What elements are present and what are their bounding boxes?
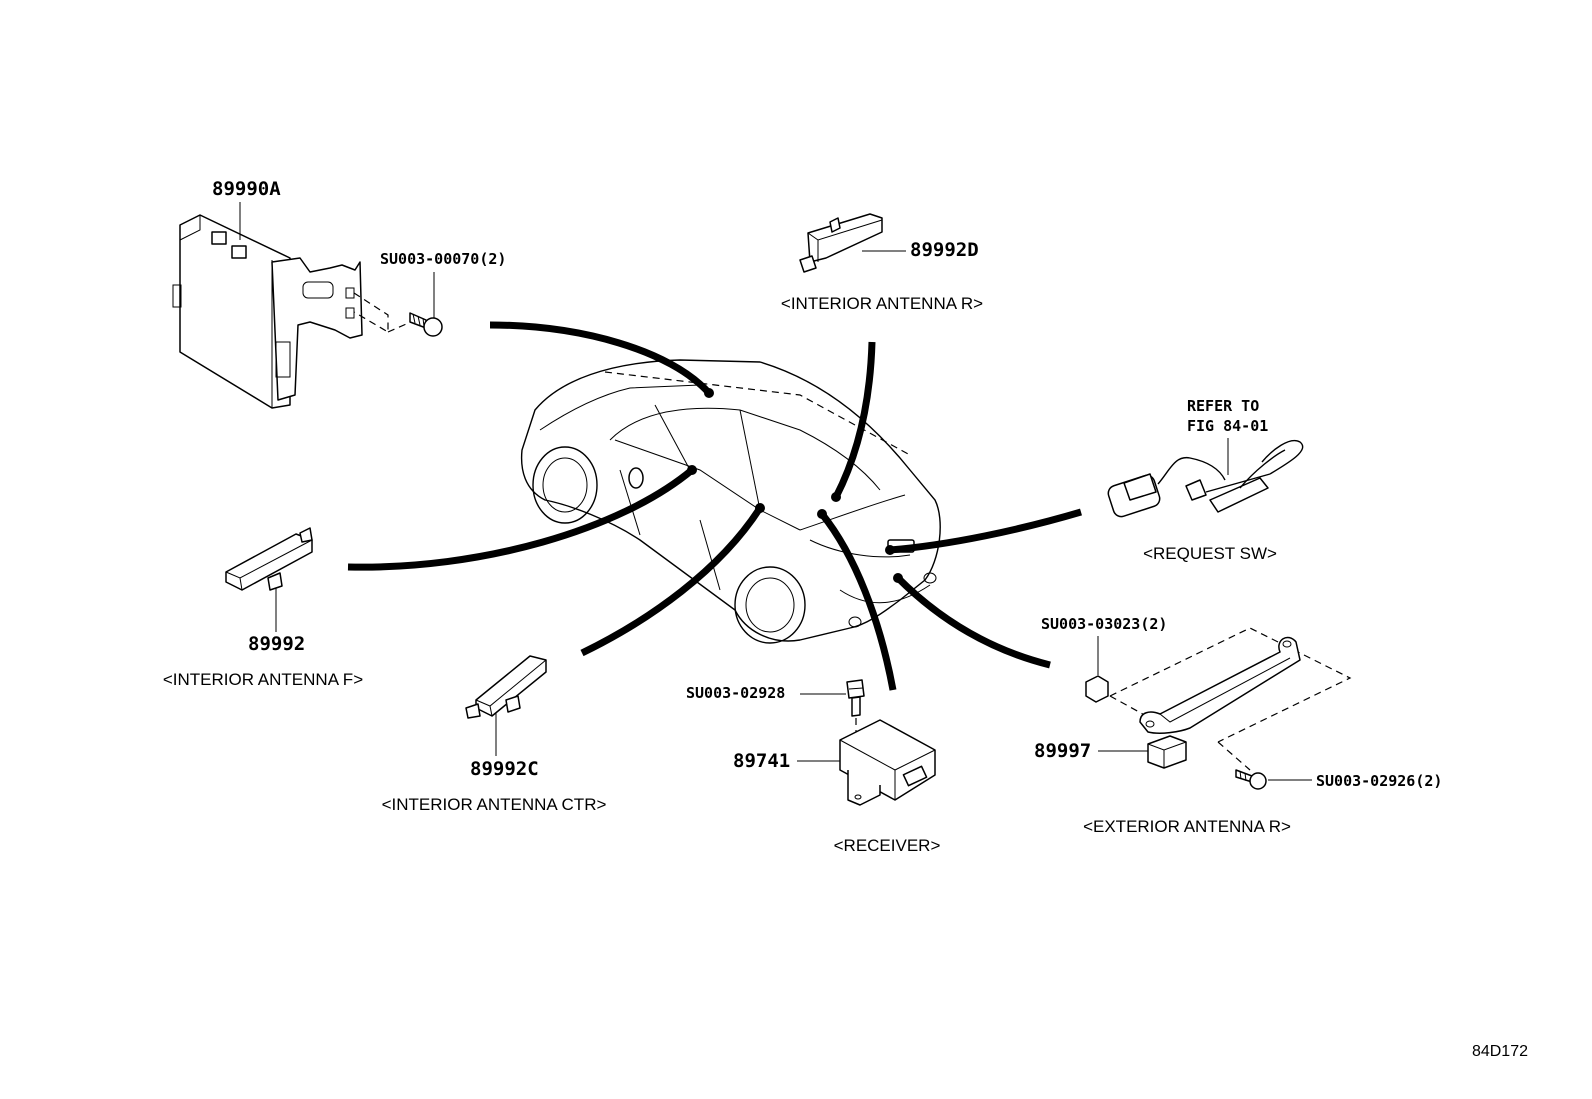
interior-antenna-f-part-number: 89992: [248, 633, 305, 655]
ecu-part-number: 89990A: [212, 178, 281, 200]
receiver-module-part: [839, 719, 936, 806]
ecu-bolt-part-number: SU003-00070(2): [380, 250, 506, 268]
vehicle-outline: [520, 359, 941, 644]
interior-antenna-f-caption: <INTERIOR ANTENNA F>: [163, 670, 363, 689]
receiver-bolt-part-number: SU003-02928: [686, 684, 785, 702]
request-switch-part: [1107, 439, 1304, 518]
ecu-bolt-part: [409, 312, 443, 337]
receiver-bolt-part: [846, 679, 865, 717]
exterior-antenna-caption: <EXTERIOR ANTENNA R>: [1083, 817, 1291, 836]
leader-antenna-ctr: [580, 506, 763, 657]
exterior-antenna-part-number: 89997: [1034, 740, 1091, 762]
interior-antenna-ctr-part: [465, 655, 547, 719]
leader-lines: [347, 321, 1082, 691]
receiver-caption: <RECEIVER>: [834, 836, 941, 855]
interior-antenna-ctr-caption: <INTERIOR ANTENNA CTR>: [382, 795, 607, 814]
exterior-antenna-nut-part-number: SU003-03023(2): [1041, 615, 1167, 633]
exterior-antenna-screw-part: [1235, 769, 1267, 790]
request-sw-note-line1: REFER TO: [1187, 397, 1259, 415]
interior-antenna-r-part: [799, 213, 883, 273]
leader-antenna-f: [347, 467, 695, 571]
exterior-antenna-part: [1139, 636, 1301, 769]
leader-antenna-r: [832, 341, 876, 499]
leader-ecu: [489, 321, 712, 396]
interior-antenna-f-part: [225, 527, 313, 591]
ecu-module-part: [172, 214, 421, 409]
request-sw-note-line2: FIG 84-01: [1187, 417, 1268, 435]
interior-antenna-r-caption: <INTERIOR ANTENNA R>: [781, 294, 983, 313]
leader-exterior-antenna: [895, 575, 1051, 669]
interior-antenna-ctr-part-number: 89992C: [470, 758, 539, 780]
exterior-antenna-nut-part: [1085, 675, 1109, 703]
request-sw-caption: <REQUEST SW>: [1143, 544, 1277, 563]
interior-antenna-r-part-number: 89992D: [910, 239, 979, 261]
leader-receiver: [819, 511, 897, 691]
exterior-antenna-screw-part-number: SU003-02926(2): [1316, 772, 1442, 790]
figure-code: 84D172: [1472, 1043, 1528, 1060]
receiver-part-number: 89741: [733, 750, 790, 772]
leader-request-sw: [889, 508, 1082, 554]
